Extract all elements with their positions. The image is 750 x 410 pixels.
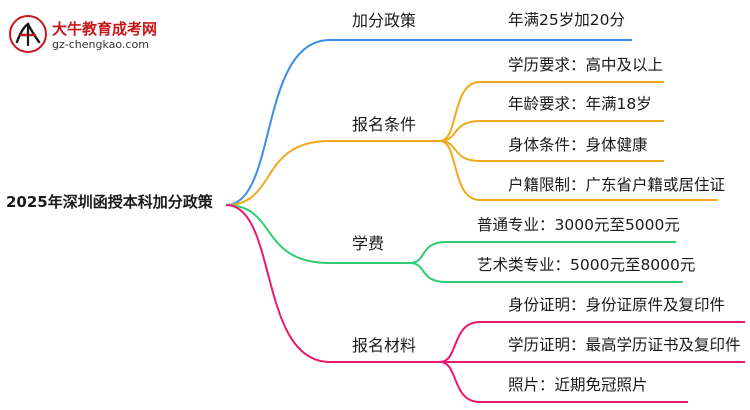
branch-connector bbox=[225, 204, 440, 363]
leaf-label: 普通专业：3000元至5000元 bbox=[477, 216, 680, 234]
leaf-connector bbox=[439, 120, 664, 142]
logo-title: 大牛教育成考网 bbox=[52, 20, 158, 38]
logo-badge-icon bbox=[9, 15, 47, 53]
branch-label-requirements: 报名条件 bbox=[352, 115, 417, 134]
leaf-connector bbox=[439, 321, 745, 363]
leaf-label: 户籍限制：广东省户籍或居住证 bbox=[508, 176, 726, 194]
leaf-connector bbox=[439, 81, 664, 142]
root-node-label: 2025年深圳函授本科加分政策 bbox=[6, 193, 213, 211]
leaf-label: 年满25岁加20分 bbox=[508, 11, 625, 29]
leaf-connector bbox=[439, 361, 688, 403]
leaf-label: 照片：近期免冠照片 bbox=[508, 376, 648, 394]
branch-connector bbox=[225, 140, 440, 206]
leaf-label: 学历证明：最高学历证书及复印件 bbox=[508, 336, 741, 354]
branch-label-tuition: 学费 bbox=[352, 234, 385, 253]
leaf-label: 艺术类专业：5000元至8000元 bbox=[477, 256, 696, 274]
site-logo[interactable]: 大牛教育成考网 gz-chengkao.com bbox=[8, 14, 198, 54]
leaf-connector bbox=[439, 140, 718, 201]
leaf-connector bbox=[409, 241, 676, 264]
leaf-connector bbox=[439, 140, 664, 162]
leaf-label: 身体条件：身体健康 bbox=[508, 136, 648, 154]
branch-connector bbox=[225, 39, 440, 206]
leaf-label: 学历要求：高中及以上 bbox=[508, 56, 664, 74]
leaf-connector bbox=[409, 262, 683, 283]
leaf-label: 年龄要求：年满18岁 bbox=[508, 95, 652, 113]
branch-label-bonus-policy: 加分政策 bbox=[352, 11, 417, 30]
leaf-label: 身份证明：身份证原件及复印件 bbox=[508, 296, 726, 314]
logo-url: gz-chengkao.com bbox=[52, 38, 149, 51]
branch-label-materials: 报名材料 bbox=[352, 336, 417, 355]
branch-connector bbox=[225, 204, 410, 264]
